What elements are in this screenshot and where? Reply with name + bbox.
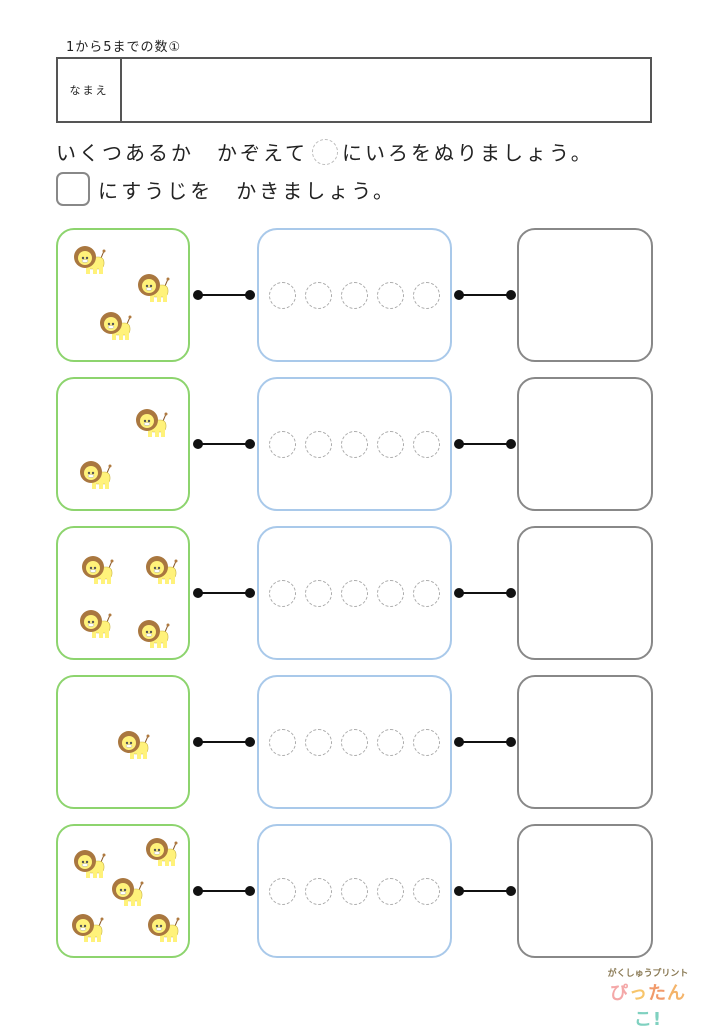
instruction-text: にいろをぬりましょう。 <box>342 141 594 165</box>
count-circle[interactable] <box>377 281 404 309</box>
connector-line <box>454 737 516 747</box>
lion-icon <box>116 729 152 761</box>
circles-box <box>257 675 452 809</box>
picture-box <box>56 824 190 958</box>
exercise-row <box>56 526 654 660</box>
exercise-row <box>56 824 654 958</box>
answer-box[interactable] <box>517 377 653 511</box>
count-circle[interactable] <box>341 281 368 309</box>
connector-line <box>193 886 255 896</box>
lion-icon <box>110 876 146 908</box>
lion-icon <box>146 912 182 944</box>
lion-icon <box>70 912 106 944</box>
count-circle[interactable] <box>377 579 404 607</box>
instruction-text: いくつあるか かぞえて <box>56 141 308 165</box>
lion-icon <box>72 848 108 880</box>
count-circle[interactable] <box>269 579 296 607</box>
count-circle[interactable] <box>269 877 296 905</box>
exercise-row <box>56 377 654 511</box>
exercise-row <box>56 675 654 809</box>
picture-box <box>56 675 190 809</box>
count-circle[interactable] <box>413 579 440 607</box>
logo: がくしゅうプリント ぴったんこ! <box>603 966 693 1031</box>
count-circle[interactable] <box>377 430 404 458</box>
lion-icon <box>144 554 180 586</box>
lion-icon <box>72 244 108 276</box>
logo-subtitle: がくしゅうプリント <box>607 969 689 979</box>
circles-box <box>257 377 452 511</box>
count-circle[interactable] <box>377 728 404 756</box>
lion-icon <box>98 310 134 342</box>
count-circle[interactable] <box>305 877 332 905</box>
answer-box[interactable] <box>517 675 653 809</box>
count-circle[interactable] <box>269 430 296 458</box>
count-circle[interactable] <box>341 877 368 905</box>
count-circle[interactable] <box>305 728 332 756</box>
name-box: なまえ <box>56 57 652 123</box>
lion-icon <box>136 272 172 304</box>
answer-box[interactable] <box>517 228 653 362</box>
count-circle[interactable] <box>305 430 332 458</box>
name-field[interactable] <box>122 59 650 121</box>
picture-box <box>56 228 190 362</box>
connector-line <box>193 737 255 747</box>
connector-line <box>454 886 516 896</box>
count-circle[interactable] <box>341 728 368 756</box>
connector-line <box>193 439 255 449</box>
instruction-line-1: いくつあるか かぞえて にいろをぬりましょう。 <box>56 137 594 166</box>
instruction-line-2: にすうじを かきましょう。 <box>56 172 396 206</box>
logo-title: ぴったんこ! <box>610 983 686 1030</box>
lion-icon <box>134 407 170 439</box>
connector-line <box>454 439 516 449</box>
connector-line <box>454 290 516 300</box>
answer-box[interactable] <box>517 824 653 958</box>
count-circle[interactable] <box>377 877 404 905</box>
count-circle[interactable] <box>413 430 440 458</box>
count-circle[interactable] <box>341 579 368 607</box>
picture-box <box>56 526 190 660</box>
lion-icon <box>80 554 116 586</box>
picture-box <box>56 377 190 511</box>
count-circle[interactable] <box>269 281 296 309</box>
connector-line <box>193 588 255 598</box>
lion-icon <box>78 608 114 640</box>
instruction-text: にすうじを かきましょう。 <box>98 178 396 203</box>
lion-icon <box>144 836 180 868</box>
count-circle[interactable] <box>305 579 332 607</box>
circle-sample-icon <box>312 138 338 165</box>
connector-line <box>193 290 255 300</box>
count-circle[interactable] <box>413 728 440 756</box>
count-circle[interactable] <box>413 281 440 309</box>
square-sample-icon <box>56 172 90 206</box>
circles-box <box>257 526 452 660</box>
circles-box <box>257 228 452 362</box>
lion-icon <box>136 618 172 650</box>
lion-icon <box>78 459 114 491</box>
name-label: なまえ <box>58 59 122 121</box>
count-circle[interactable] <box>269 728 296 756</box>
answer-box[interactable] <box>517 526 653 660</box>
circles-box <box>257 824 452 958</box>
connector-line <box>454 588 516 598</box>
count-circle[interactable] <box>305 281 332 309</box>
exercise-row <box>56 228 654 362</box>
count-circle[interactable] <box>413 877 440 905</box>
count-circle[interactable] <box>341 430 368 458</box>
worksheet-title: 1から5までの数① <box>66 40 182 55</box>
